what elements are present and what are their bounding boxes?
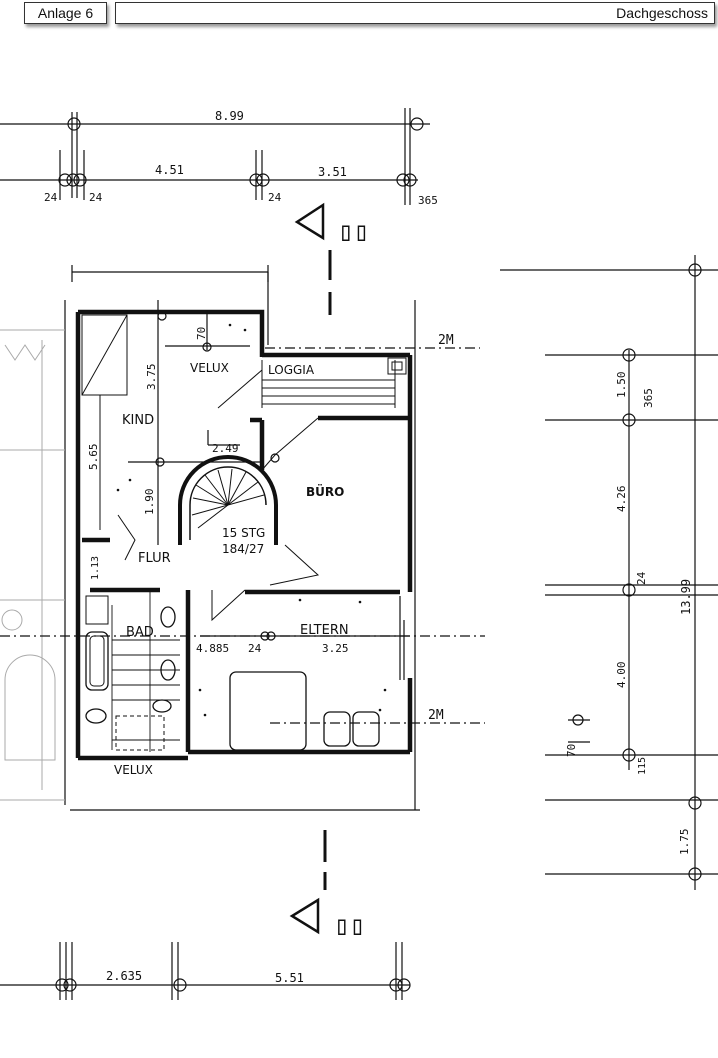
dim-inner-325: 3.25: [322, 642, 349, 655]
armchair: [323, 711, 351, 747]
stairs-label-rise: 184/27: [222, 542, 264, 556]
dim-right-6: 70: [565, 744, 578, 757]
dim-top-wall-c: 24: [268, 191, 282, 204]
dim-right-total: 13.99: [679, 579, 693, 615]
section-mark-bottom: 2M: [428, 708, 444, 723]
attachment-label: Anlage 6: [24, 2, 107, 24]
toilet: [160, 606, 176, 628]
dim-inner-190: 1.90: [143, 489, 156, 516]
svg-text:▯▯: ▯▯: [338, 217, 369, 247]
dim-top-wall-a: 24: [44, 191, 58, 204]
washbasin: [152, 699, 172, 713]
room-label-loggia: LOGGIA: [268, 363, 315, 377]
axis-marker: [67, 117, 81, 131]
double-bed: [229, 671, 307, 751]
window-label-velux-top: VELUX: [190, 361, 229, 375]
axis-marker: [410, 117, 424, 131]
dim-inner-70: 70: [195, 327, 208, 340]
dim-right-5: 4.00: [615, 662, 628, 689]
dim-inner-24: 24: [248, 642, 262, 655]
dim-top-wall-d: 365: [418, 194, 438, 207]
dim-top-left: 4.51: [155, 163, 184, 177]
dim-inner-565: 5.65: [87, 444, 100, 471]
floor-title: Dachgeschoss: [115, 2, 715, 24]
room-label-eltern: ELTERN: [300, 623, 349, 638]
dim-right-4: 24: [635, 571, 648, 585]
section-arrow-bottom: [289, 897, 320, 935]
spiral-staircase: [178, 455, 278, 545]
room-label-flur: FLUR: [138, 551, 171, 566]
dim-bottom-right: 5.51: [275, 971, 304, 985]
dim-top-wall-b: 24: [89, 191, 103, 204]
dim-top-total: 8.99: [215, 109, 244, 123]
dim-inner-113: 1.13: [90, 556, 101, 580]
dim-right-1: 1.50: [615, 372, 628, 399]
dim-inner-375: 3.75: [145, 364, 158, 391]
room-label-kind: KIND: [122, 413, 154, 428]
dim-right-7: 115: [637, 757, 648, 775]
room-label-bad: BAD: [126, 625, 154, 640]
room-label-buero: BÜRO: [306, 484, 344, 499]
bathtub: [85, 631, 109, 691]
stairs-label-steps: 15 STG: [222, 526, 265, 540]
dim-bottom-left: 2.635: [106, 969, 142, 983]
dim-right-8: 1.75: [678, 829, 691, 856]
dim-top-right: 3.51: [318, 165, 347, 179]
dim-right-2: 365: [642, 388, 655, 408]
page-header: Anlage 6 Dachgeschoss: [0, 0, 718, 30]
svg-text:▯▯: ▯▯: [334, 911, 365, 941]
window-label-velux-bottom: VELUX: [114, 763, 153, 777]
section-mark-top: 2M: [438, 333, 454, 348]
section-arrow-top: [294, 202, 325, 241]
dim-inner-249: 2.49: [212, 442, 239, 455]
dim-right-3: 4.26: [615, 486, 628, 513]
dim-inner-4885: 4.885: [196, 642, 229, 655]
